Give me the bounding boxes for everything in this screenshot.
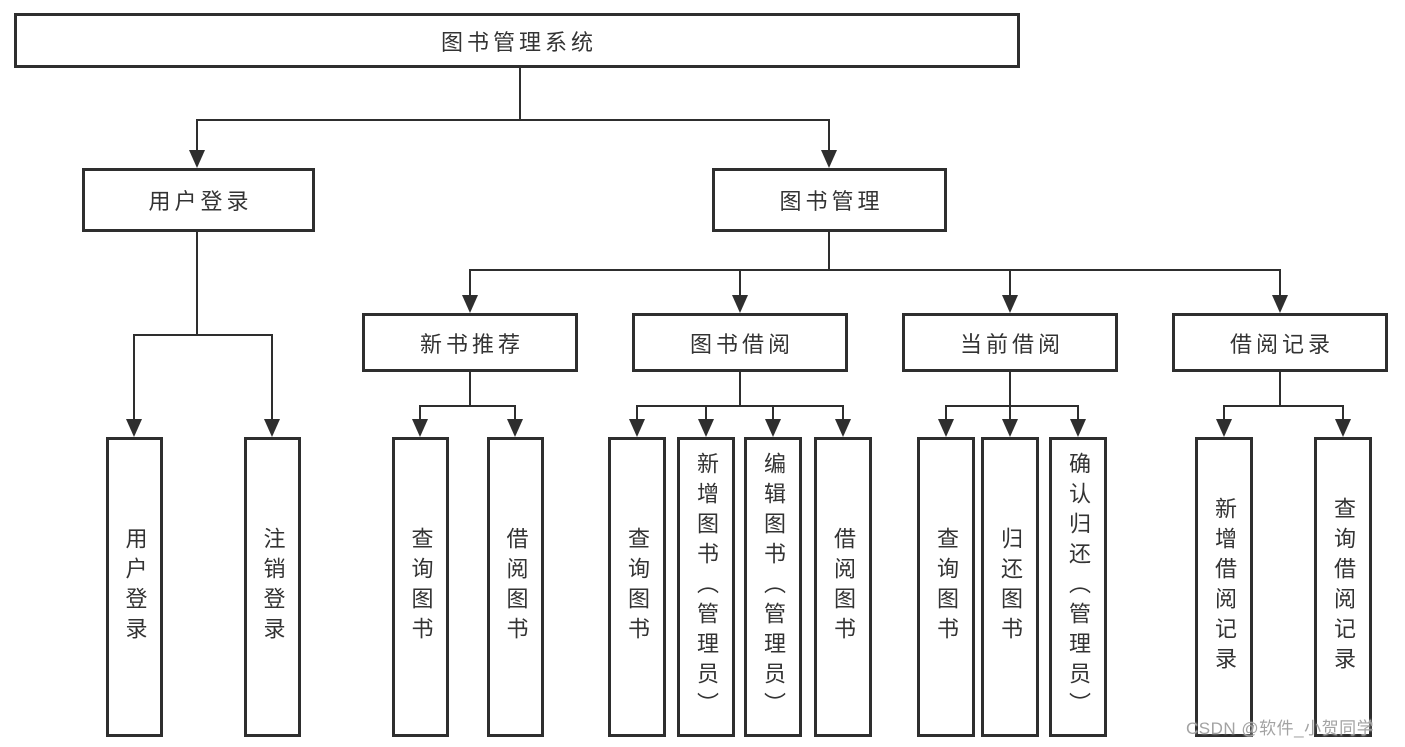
leaf-logout: 注销登录 (244, 437, 301, 737)
connector-s2-leaf4-drop (842, 406, 844, 420)
connector-s1-rail (419, 405, 516, 407)
arrowhead-s3-query-books (938, 419, 954, 437)
node-new-book-recommend: 新书推荐 (362, 313, 578, 372)
connector-s2-rail (636, 405, 844, 407)
connector-s1-stub (469, 372, 471, 407)
leaf-s2-add-books-admin: 新增图书（管理员） (677, 437, 735, 737)
arrowhead-s2-query-books (629, 419, 645, 437)
connector-section1-drop (469, 270, 471, 296)
connector-s2-leaf1-drop (636, 406, 638, 420)
connector-s3-leaf2-drop (1009, 406, 1011, 420)
arrowhead-s2-edit-books (765, 419, 781, 437)
connector-user-stub (196, 232, 198, 336)
leaf-s4-query-borrow-record: 查询借阅记录 (1314, 437, 1372, 737)
connector-s1-leaf1-drop (419, 406, 421, 420)
arrowhead-s1-borrow-books (507, 419, 523, 437)
connector-section2-drop (739, 270, 741, 296)
arrowhead-current-borrow (1002, 295, 1018, 313)
leaf-s2-query-books: 查询图书 (608, 437, 666, 737)
leaf-s2-borrow-books: 借阅图书 (814, 437, 872, 737)
arrowhead-user-branch (189, 150, 205, 168)
connector-user-drop (196, 120, 198, 151)
connector-book-stub (828, 232, 830, 271)
arrowhead-borrow-records (1272, 295, 1288, 313)
node-library-management-system: 图书管理系统 (14, 13, 1020, 68)
arrowhead-s4-query-record (1335, 419, 1351, 437)
arrowhead-s1-query-books (412, 419, 428, 437)
arrowhead-s2-borrow-books (835, 419, 851, 437)
node-current-borrow: 当前借阅 (902, 313, 1118, 372)
leaf-s3-query-books: 查询图书 (917, 437, 975, 737)
node-borrow-records: 借阅记录 (1172, 313, 1388, 372)
connector-section3-drop (1009, 270, 1011, 296)
leaf-s3-confirm-return-admin: 确认归还（管理员） (1049, 437, 1107, 737)
arrowhead-new-book-recommend (462, 295, 478, 313)
connector-user-rail (133, 334, 273, 336)
connector-s3-rail (945, 405, 1079, 407)
arrowhead-s3-confirm-return (1070, 419, 1086, 437)
connector-s3-leaf3-drop (1077, 406, 1079, 420)
leaf-s4-add-borrow-record: 新增借阅记录 (1195, 437, 1253, 737)
connector-s2-stub (739, 372, 741, 407)
leaf-s3-return-books: 归还图书 (981, 437, 1039, 737)
node-user-login-branch: 用户登录 (82, 168, 315, 232)
connector-user-leaf1-drop (133, 335, 135, 420)
arrowhead-book-borrow (732, 295, 748, 313)
arrowhead-logout-leaf (264, 419, 280, 437)
leaf-s1-borrow-books: 借阅图书 (487, 437, 544, 737)
arrowhead-book-branch (821, 150, 837, 168)
leaf-s1-query-books: 查询图书 (392, 437, 449, 737)
connector-s3-leaf1-drop (945, 406, 947, 420)
leaf-user-login: 用户登录 (106, 437, 163, 737)
connector-section4-drop (1279, 270, 1281, 296)
csdn-watermark: CSDN @软件_小贺同学 (1186, 719, 1375, 738)
connector-s2-leaf2-drop (705, 406, 707, 420)
arrowhead-s2-add-books (698, 419, 714, 437)
arrowhead-s3-return-books (1002, 419, 1018, 437)
connector-s4-leaf1-drop (1223, 406, 1225, 420)
connector-root-stub (519, 68, 521, 121)
connector-s4-stub (1279, 372, 1281, 407)
connector-level2-rail (196, 119, 830, 121)
node-book-management-branch: 图书管理 (712, 168, 947, 232)
connector-s4-rail (1223, 405, 1344, 407)
connector-s2-leaf3-drop (772, 406, 774, 420)
connector-user-leaf2-drop (271, 335, 273, 420)
arrowhead-s4-add-record (1216, 419, 1232, 437)
node-book-borrow: 图书借阅 (632, 313, 848, 372)
connector-s3-stub (1009, 372, 1011, 407)
connector-s1-leaf2-drop (514, 406, 516, 420)
connector-s4-leaf2-drop (1342, 406, 1344, 420)
leaf-s2-edit-books-admin: 编辑图书（管理员） (744, 437, 802, 737)
arrowhead-user-login-leaf (126, 419, 142, 437)
connector-level3-rail (469, 269, 1281, 271)
connector-book-drop (828, 120, 830, 151)
